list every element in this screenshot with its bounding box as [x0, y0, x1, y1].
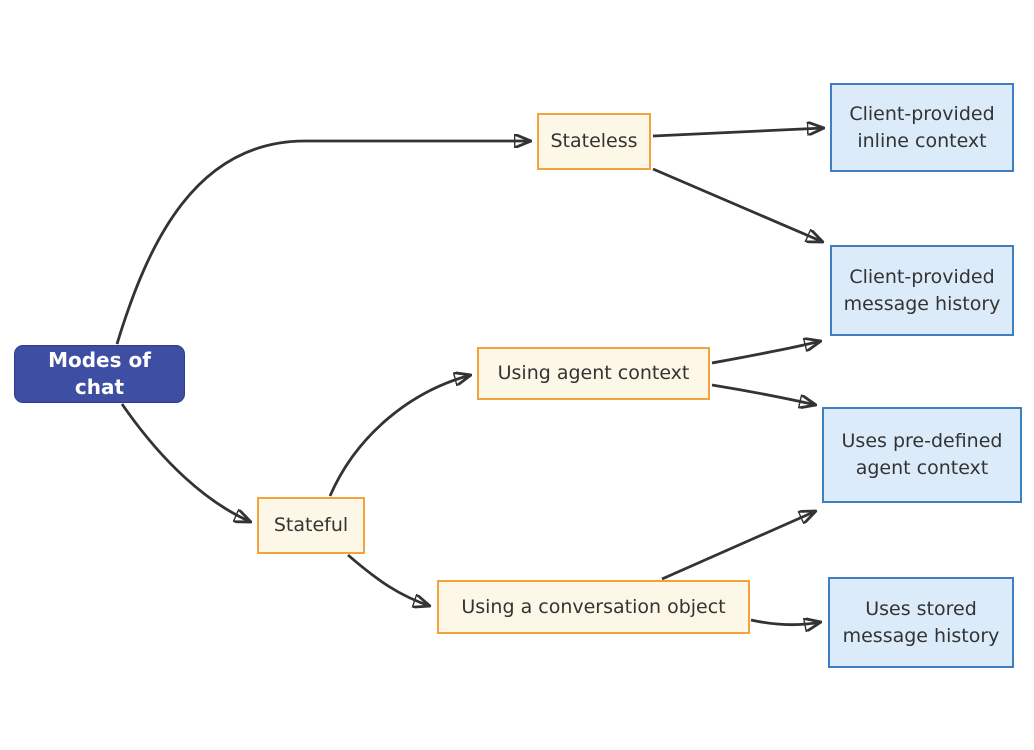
- node-client-provided-message-history: Client-provided message history: [830, 245, 1014, 336]
- edge-stateful-conversation: [347, 553, 430, 606]
- node-using-agent-context: Using agent context: [477, 347, 710, 400]
- node-client-provided-message-history-label: Client-provided message history: [843, 265, 1001, 315]
- edge-root-stateful: [120, 403, 251, 522]
- edge-stateless-message-history: [652, 167, 823, 242]
- node-uses-stored-message-history: Uses stored message history: [828, 577, 1014, 668]
- edge-stateful-agent-context: [328, 375, 471, 497]
- node-stateful: Stateful: [257, 497, 365, 554]
- edge-agent-context-predefined-context: [711, 383, 816, 405]
- node-using-a-conversation-object: Using a conversation object: [437, 580, 750, 634]
- edge-conversation-stored-history: [750, 620, 821, 625]
- node-stateless: Stateless: [537, 113, 651, 170]
- node-stateless-label: Stateless: [550, 130, 638, 152]
- node-uses-stored-message-history-label: Uses stored message history: [842, 597, 1000, 647]
- node-uses-predefined-agent-context: Uses pre-defined agent context: [822, 407, 1022, 503]
- node-client-provided-inline-context-label: Client-provided inline context: [849, 102, 995, 152]
- node-using-a-conversation-object-label: Using a conversation object: [461, 595, 726, 618]
- edge-agent-context-message-history: [711, 341, 821, 365]
- edge-root-stateless: [115, 141, 531, 345]
- node-stateful-label: Stateful: [273, 514, 349, 536]
- edge-stateless-inline-context: [652, 128, 824, 138]
- node-using-agent-context-label: Using agent context: [497, 362, 690, 384]
- node-modes-of-chat: Modes of chat: [14, 345, 185, 403]
- node-modes-of-chat-label: Modes of chat: [48, 348, 151, 399]
- edge-conversation-predefined-context: [661, 511, 816, 581]
- node-uses-predefined-agent-context-label: Uses pre-defined agent context: [841, 430, 1003, 479]
- node-client-provided-inline-context: Client-provided inline context: [830, 83, 1014, 172]
